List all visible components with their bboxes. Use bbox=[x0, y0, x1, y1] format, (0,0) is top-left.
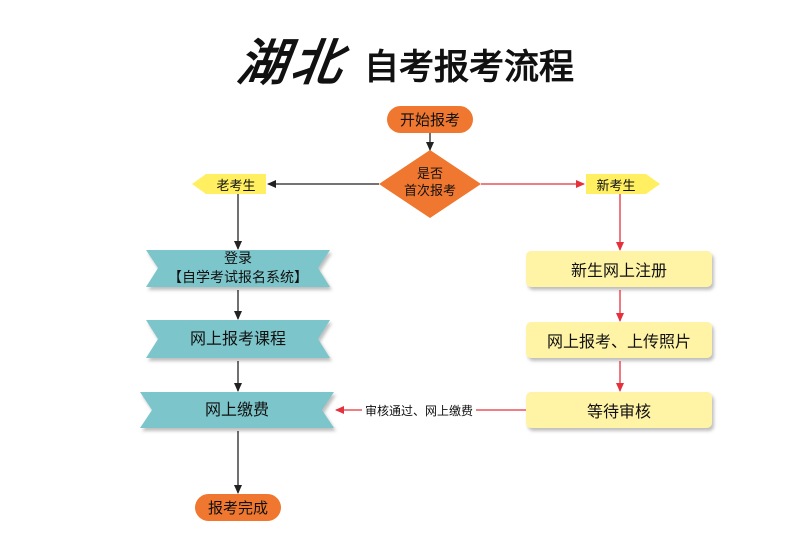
login-text: 登录 【自学考试报名系统】 bbox=[150, 250, 326, 287]
wait-review-text: 等待审核 bbox=[526, 392, 712, 428]
new-register-label: 新生网上注册 bbox=[570, 261, 667, 280]
start-node: 开始报考 bbox=[387, 106, 473, 133]
title: 湖北 自考报考流程 bbox=[0, 18, 812, 92]
old-student-tag bbox=[192, 174, 266, 194]
decision-diamond bbox=[379, 150, 481, 218]
wait-review-label: 等待审核 bbox=[586, 402, 651, 421]
login-line-2: 【自学考试报名系统】 bbox=[168, 269, 308, 286]
upload-photo-text: 网上报考、上传照片 bbox=[526, 322, 712, 358]
upload-photo-label: 网上报考、上传照片 bbox=[546, 332, 691, 351]
decision-label: 是否 首次报考 bbox=[384, 163, 476, 205]
new-student-tag bbox=[586, 174, 660, 194]
online-pay-text: 网上缴费 bbox=[144, 392, 330, 428]
online-pay-box bbox=[140, 392, 334, 428]
online-course-box bbox=[146, 320, 330, 358]
old-student-label: 老考生 bbox=[216, 178, 256, 194]
wait-review-box bbox=[526, 392, 712, 428]
decision-line-2: 首次报考 bbox=[403, 184, 456, 199]
start-node-label: 开始报考 bbox=[399, 111, 460, 129]
login-line-1: 登录 bbox=[224, 250, 252, 267]
new-student-label: 新考生 bbox=[596, 178, 636, 194]
review-pass-label: 审核通过、网上缴费 bbox=[362, 402, 477, 419]
done-node: 报考完成 bbox=[195, 494, 281, 521]
online-course-label: 网上报考课程 bbox=[189, 329, 286, 349]
title-sub: 自考报考流程 bbox=[363, 48, 574, 88]
new-register-text: 新生网上注册 bbox=[526, 251, 712, 287]
new-register-box bbox=[526, 251, 712, 287]
old-student-label-wrap: 老考生 bbox=[206, 174, 266, 194]
online-pay-label: 网上缴费 bbox=[204, 400, 269, 420]
new-student-label-wrap: 新考生 bbox=[586, 174, 646, 194]
online-course-text: 网上报考课程 bbox=[150, 320, 326, 358]
upload-photo-box bbox=[526, 322, 712, 358]
decision-line-1: 是否 bbox=[416, 167, 443, 183]
login-box bbox=[146, 250, 330, 287]
done-node-label: 报考完成 bbox=[207, 499, 268, 517]
